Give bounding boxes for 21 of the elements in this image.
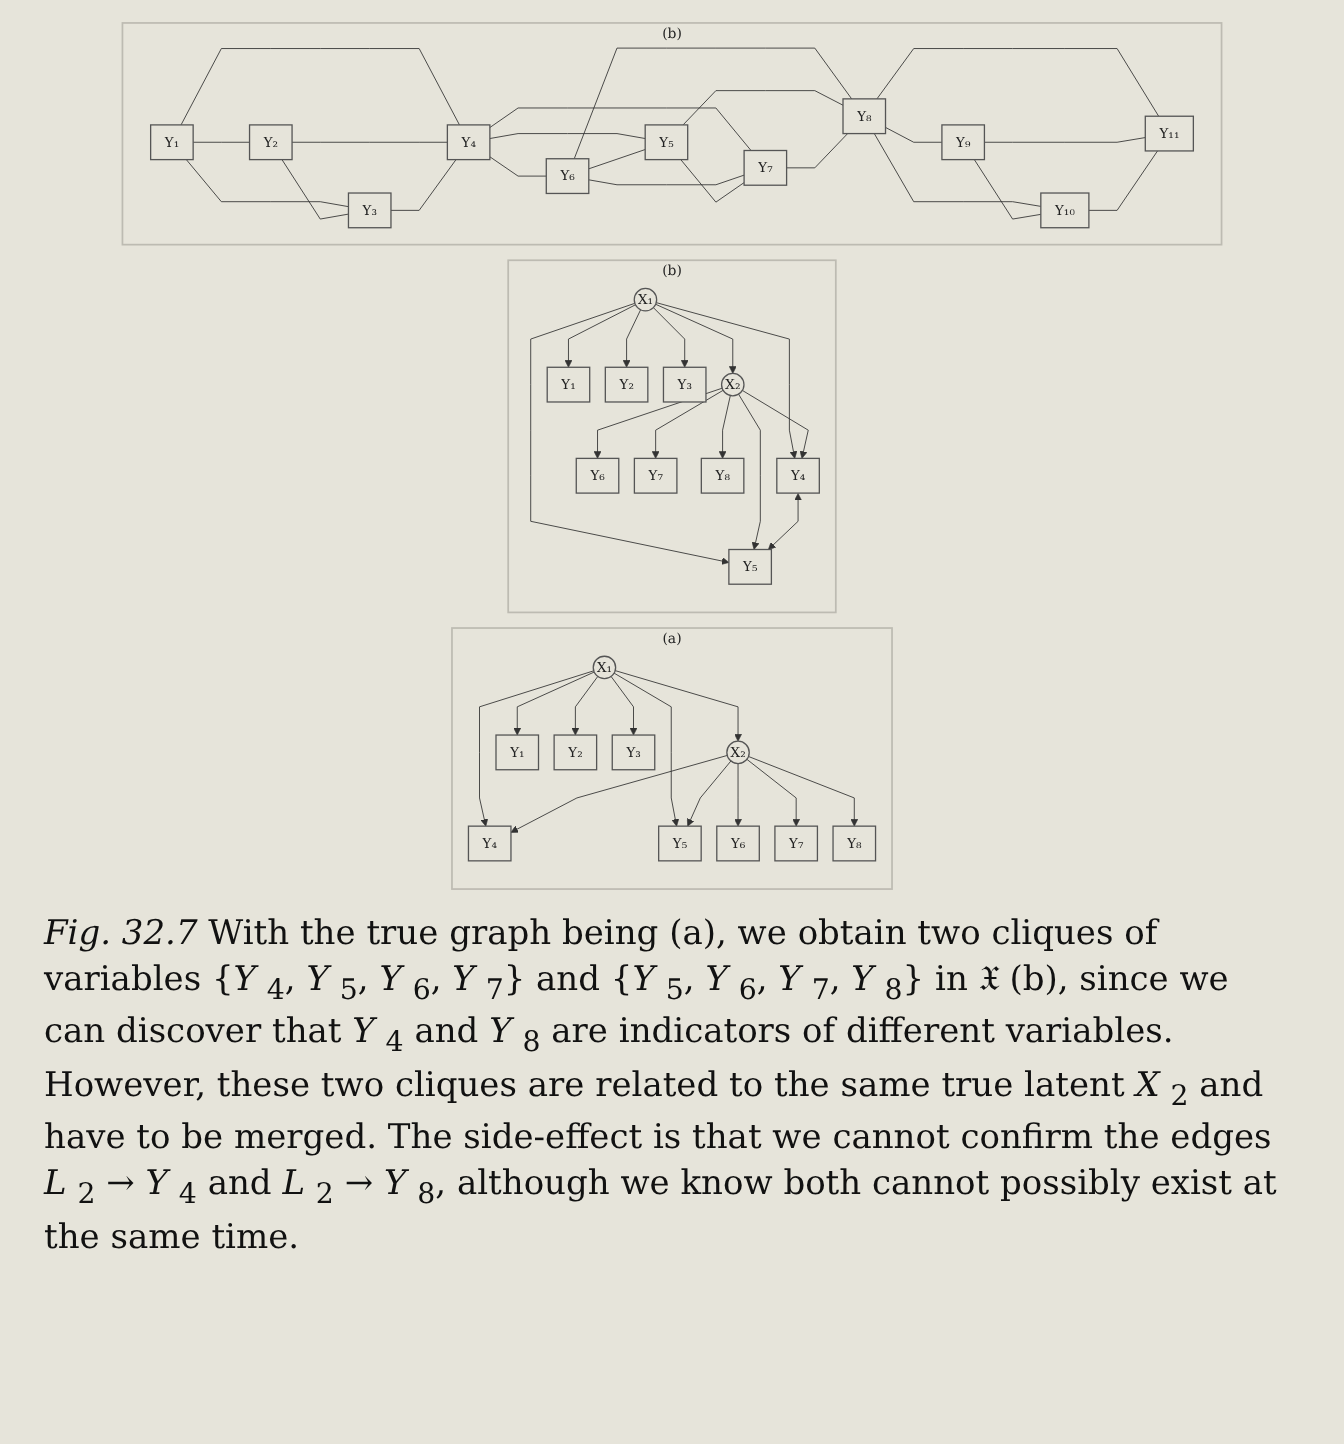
connector [786,133,849,169]
connector [489,133,646,139]
connector [973,159,1042,220]
connector [180,48,460,126]
connector [390,159,457,211]
connector [682,90,844,126]
connector [573,47,853,160]
connector [876,48,1160,117]
connector [885,126,943,143]
connector [489,107,752,151]
connector [873,133,1042,207]
connector [984,137,1146,143]
connector [291,141,448,143]
figure-caption: Fig. 32.7 With the true graph being (a), we obtain two cliques of variables {Y $_{4}$, Y $_{5}$, Y $_{6}$, Y $_{7}$} and {Y $_{5}$, Y $_{6}$, Y $_{7}$, Y $_{8}$} in 𝔛 (b), since we can discover that Y $_{4}$ and Y $_{8}$ are indicators of different variables. However, these two cliques are related to the same true latent X $_{2}$ and have to be merged. The side-effect is that we cannot confirm the edges L $_{2}$ → Y $_{4}$ and L $_{2}$ → Y $_{8}$, although we know both cannot possibly exist at the same time. [44,912,1279,1262]
connector [185,159,349,208]
connector [192,141,250,143]
connector [1088,150,1158,211]
connector [588,174,745,186]
connector [588,149,646,170]
connector [281,159,349,220]
connector [489,156,547,177]
